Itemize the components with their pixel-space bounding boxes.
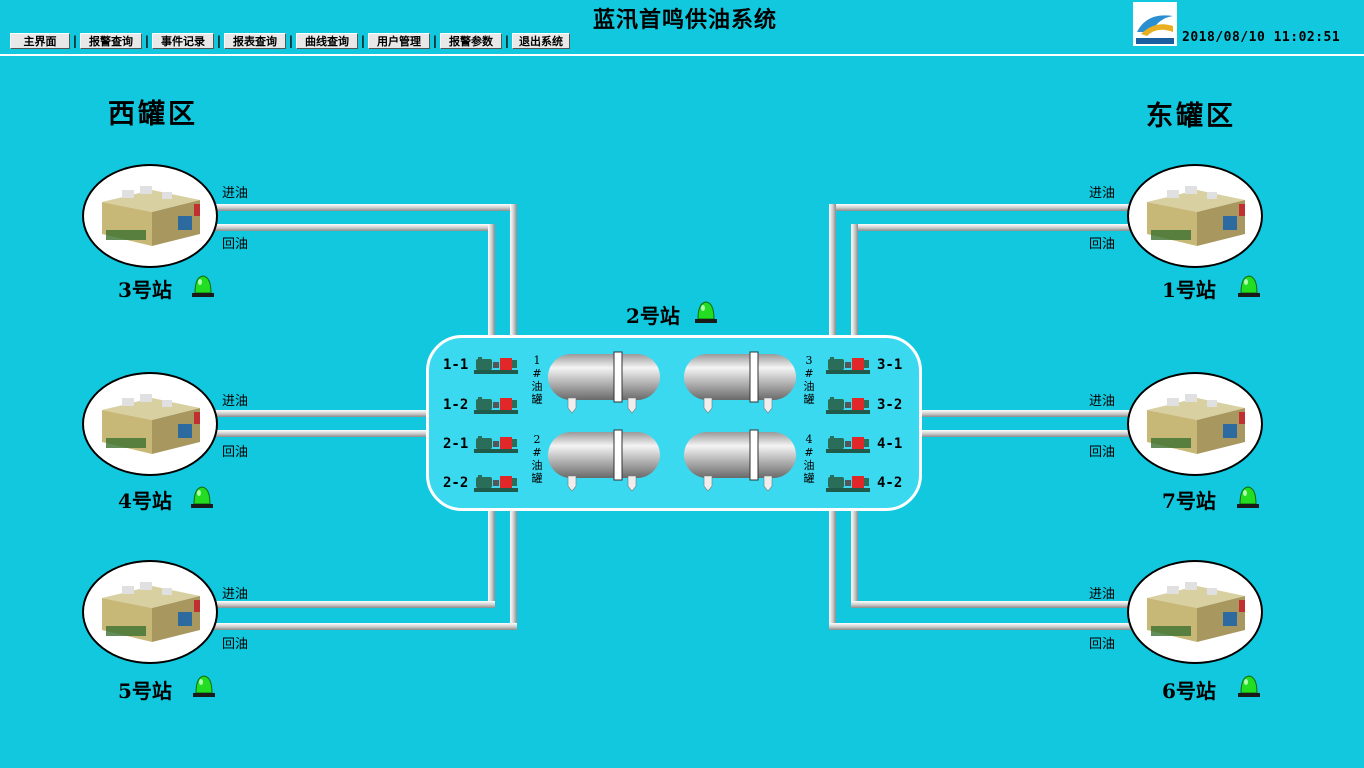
station-3-return-label: 回油 <box>222 237 249 252</box>
tank-4-icon[interactable] <box>682 428 798 494</box>
east-zone-title: 东罐区 <box>1146 101 1236 132</box>
datetime-display: 2018/08/10 11:02:51 <box>1182 30 1341 45</box>
station-6-return-label: 回油 <box>1089 637 1116 652</box>
nav-alarm-query-button[interactable]: 报警查询 <box>80 33 142 49</box>
station-1-label: 1号站 <box>1162 278 1216 302</box>
tank-4-label: 4 # 油 罐 <box>803 433 815 485</box>
pump-4-2-icon[interactable] <box>825 472 871 494</box>
station-7-inlet-label: 进油 <box>1089 394 1116 409</box>
station-7-label: 7号站 <box>1162 489 1216 513</box>
nav-separator: | <box>360 34 366 48</box>
pump-1-2-label: 1-2 <box>443 397 469 413</box>
pump-2-1-label: 2-1 <box>443 436 469 452</box>
station-6-building[interactable] <box>1127 560 1263 664</box>
station-4-building[interactable] <box>82 372 218 476</box>
pump-2-2-label: 2-2 <box>443 475 469 491</box>
building-icon <box>1147 394 1245 454</box>
building-icon <box>102 394 200 454</box>
tank-2-icon[interactable] <box>546 428 662 494</box>
station-4-inlet-label: 进油 <box>222 394 249 409</box>
station-5-inlet-label: 进油 <box>222 587 249 602</box>
building-icon <box>1147 582 1245 642</box>
nav-separator: | <box>432 34 438 48</box>
pump-3-1-label: 3-1 <box>877 357 903 373</box>
pump-3-2-label: 3-2 <box>877 397 903 413</box>
station-4-label: 4号站 <box>118 489 172 513</box>
station-6-status-lamp-icon <box>1237 673 1261 699</box>
nav-separator: | <box>288 34 294 48</box>
station-7-building[interactable] <box>1127 372 1263 476</box>
station-4-return-label: 回油 <box>222 445 249 460</box>
station-1-status-lamp-icon <box>1237 273 1261 299</box>
station-3-label: 3号站 <box>118 278 172 302</box>
station-4-status-lamp-icon <box>190 484 214 510</box>
pump-1-1-icon[interactable] <box>473 354 519 376</box>
pump-3-2-icon[interactable] <box>825 394 871 416</box>
west-zone-title: 西罐区 <box>108 99 198 130</box>
station-2-status-lamp-icon <box>694 299 718 325</box>
station-3-inlet-label: 进油 <box>222 186 249 201</box>
tank-1-label: 1 # 油 罐 <box>531 354 543 406</box>
station-1-inlet-label: 进油 <box>1089 186 1116 201</box>
station-3-building[interactable] <box>82 164 218 268</box>
building-icon <box>102 582 200 642</box>
station-2-label: 2号站 <box>626 304 680 328</box>
company-logo-icon <box>1133 2 1177 46</box>
nav-curve-query-button[interactable]: 曲线查询 <box>296 33 358 49</box>
main-nav: 主界面 | 报警查询 | 事件记录 | 报表查询 | 曲线查询 | 用户管理 |… <box>10 32 570 50</box>
building-icon <box>1147 186 1245 246</box>
nav-event-log-button[interactable]: 事件记录 <box>152 33 214 49</box>
tank-1-icon[interactable] <box>546 350 662 416</box>
nav-main-button[interactable]: 主界面 <box>10 33 70 49</box>
station-5-return-label: 回油 <box>222 637 249 652</box>
nav-user-management-button[interactable]: 用户管理 <box>368 33 430 49</box>
nav-separator: | <box>144 34 150 48</box>
nav-separator: | <box>72 34 78 48</box>
nav-separator: | <box>504 34 510 48</box>
station-1-return-label: 回油 <box>1089 237 1116 252</box>
pump-1-1-label: 1-1 <box>443 357 469 373</box>
pump-2-2-icon[interactable] <box>473 472 519 494</box>
pump-4-2-label: 4-2 <box>877 475 903 491</box>
nav-report-query-button[interactable]: 报表查询 <box>224 33 286 49</box>
nav-separator: | <box>216 34 222 48</box>
pump-4-1-icon[interactable] <box>825 433 871 455</box>
app-title: 蓝汛首鸣供油系统 <box>592 7 777 33</box>
station-6-label: 6号站 <box>1162 679 1216 703</box>
pump-2-1-icon[interactable] <box>473 433 519 455</box>
station-1-building[interactable] <box>1127 164 1263 268</box>
nav-exit-button[interactable]: 退出系统 <box>512 33 570 49</box>
pump-4-1-label: 4-1 <box>877 436 903 452</box>
tank-3-icon[interactable] <box>682 350 798 416</box>
tank-3-label: 3 # 油 罐 <box>803 354 815 406</box>
tank-2-label: 2 # 油 罐 <box>531 433 543 485</box>
station-5-status-lamp-icon <box>192 673 216 699</box>
nav-alarm-params-button[interactable]: 报警参数 <box>440 33 502 49</box>
pump-3-1-icon[interactable] <box>825 354 871 376</box>
pump-1-2-icon[interactable] <box>473 394 519 416</box>
station-7-return-label: 回油 <box>1089 445 1116 460</box>
station-5-label: 5号站 <box>118 679 172 703</box>
station-6-inlet-label: 进油 <box>1089 587 1116 602</box>
station-5-building[interactable] <box>82 560 218 664</box>
station-7-status-lamp-icon <box>1236 484 1260 510</box>
header-bar: 蓝汛首鸣供油系统 主界面 | 报警查询 | 事件记录 | 报表查询 | 曲线查询… <box>0 0 1364 56</box>
building-icon <box>102 186 200 246</box>
station-3-status-lamp-icon <box>191 273 215 299</box>
